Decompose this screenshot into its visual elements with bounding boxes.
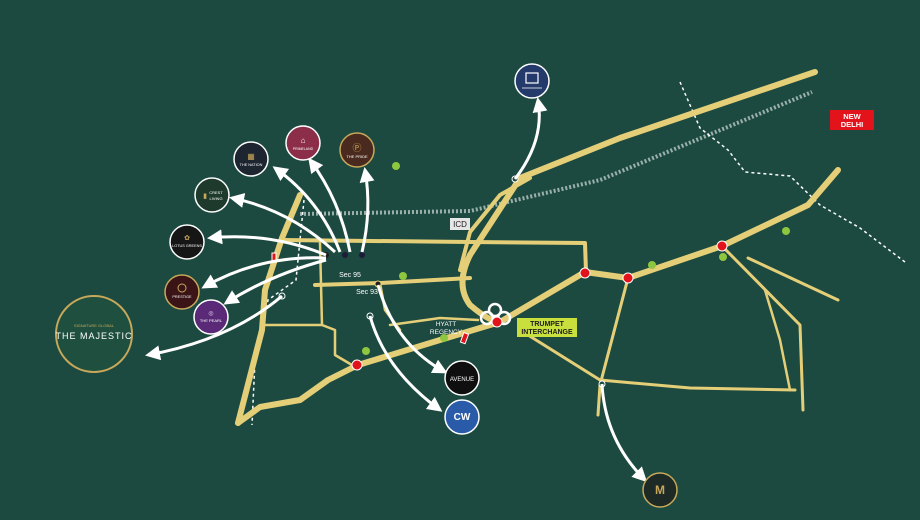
icd-label: ICD [450,218,470,230]
badge-m-text: M [655,483,665,497]
junction-marker [622,272,634,284]
road-loop [459,252,503,325]
junction-marker [716,240,728,252]
poi-dot [782,227,790,235]
icd-text: ICD [453,220,467,229]
arrow-to-lotus [207,229,327,257]
badge-primeland-text: PRIMELAND [293,147,314,151]
arrow-to-prestige [201,256,327,289]
badge-the-majestic[interactable]: SIGNATURE GLOBAL THE MAJESTIC [55,295,133,373]
sec95-label: Sec 95 [339,272,361,279]
poi-dots [362,162,790,355]
roads [235,69,841,426]
junction-marker [351,359,363,371]
poi-dot [399,272,407,280]
lotus-icon: ✿ [184,235,190,242]
arrow-to-m [600,383,648,483]
hyatt-label-1: HYATT [436,321,456,328]
road-main-curve [235,192,303,426]
trumpet-text-1: TRUMPET [530,321,565,328]
badge-crest-text-1: CREST [209,190,223,195]
road-north-loop [458,176,532,272]
sec93-label: Sec 93 [356,289,378,296]
direction-arrows [145,97,648,483]
badge-crest-text-2: LIVING [209,196,222,201]
arrow-to-pride [359,167,375,253]
arrow-to-pearl [223,258,327,305]
poi-dot [392,162,400,170]
badge-lotus[interactable]: ✿ LOTUS GREENS [169,224,205,260]
new-delhi-text-1: NEW [843,112,861,121]
hyatt-label-2: REGENCY [430,329,463,336]
badge-the-pearl[interactable]: ◎ THE PEARL [193,299,229,335]
badge-nation-text: THE NATION [240,163,263,167]
poi-dot [719,253,727,261]
arrow-to-majestic [145,294,283,361]
new-delhi-label: NEW DELHI [830,110,874,130]
origin-dot [342,252,348,258]
badge-lotus-text: LOTUS GREENS [172,244,202,248]
new-delhi-text-2: DELHI [841,120,864,129]
majestic-pre-text: SIGNATURE GLOBAL [74,323,115,328]
road-right-branch [720,244,805,412]
badge-majestic-text: THE MAJESTIC [55,331,132,341]
road-expressway [497,167,841,325]
arrow-to-crest [229,193,337,254]
arrow-to-cw [368,315,443,412]
crest-bars-icon: ▮ [203,193,207,200]
poi-dot [648,261,656,269]
pride-logo-icon: Ⓟ [352,143,361,153]
badge-cw-text: CW [454,412,471,423]
junction-markers [271,240,728,371]
arrow-to-primeland [308,157,352,253]
trumpet-text-2: INTERCHANGE [521,329,573,336]
road-east-branch [518,328,797,392]
badge-prestige[interactable]: PRESTIGE [164,274,200,310]
badge-avenue[interactable]: AVENUE [444,360,480,396]
building-icon [525,72,539,84]
junction-marker [491,316,503,328]
road-east-loop [763,288,792,392]
badge-the-nation[interactable]: ▦ THE NATION [233,141,269,177]
badge-the-pride[interactable]: Ⓟ THE PRIDE [339,132,375,168]
badge-pride-text: THE PRIDE [346,154,368,159]
trumpet-label: TRUMPET INTERCHANGE [517,318,577,337]
primeland-logo-icon: ⌂ [301,136,306,145]
origin-dot [359,252,365,258]
junction-marker [579,267,591,279]
boundary-lines [251,81,906,426]
badge-prestige-text: PRESTIGE [172,295,192,299]
railway-line [299,90,813,216]
road-inner-1 [318,241,354,367]
road-northeast-highway [467,69,818,258]
badge-crest-living[interactable]: ▮ CREST LIVING [194,177,230,213]
road-southwest [235,319,503,426]
road-far-right [746,256,840,302]
road-sec93 [313,276,472,287]
nation-logo-icon: ▦ [247,152,255,161]
pearl-icon: ◎ [208,311,213,317]
badge-primeland[interactable]: ⌂ PRIMELAND [285,125,321,161]
arrow-to-top-badge [513,97,548,180]
prestige-emblem-icon [177,283,187,293]
badge-avenue-text: AVENUE [450,377,474,383]
badge-top-residency[interactable] [514,63,550,99]
road-sec95 [280,238,588,274]
road-inner-3 [388,316,480,327]
badge-pearl-text: THE PEARL [200,318,223,323]
poi-dot [440,334,448,342]
trumpet-interchange-symbol [479,302,512,326]
origin-dots [278,175,606,388]
arrow-to-avenue [376,284,448,374]
poi-dot [362,347,370,355]
arrow-to-nation [272,166,342,253]
badge-m[interactable]: M [642,472,678,508]
badge-cw[interactable]: CW [444,399,480,435]
junction-marker [459,331,470,345]
